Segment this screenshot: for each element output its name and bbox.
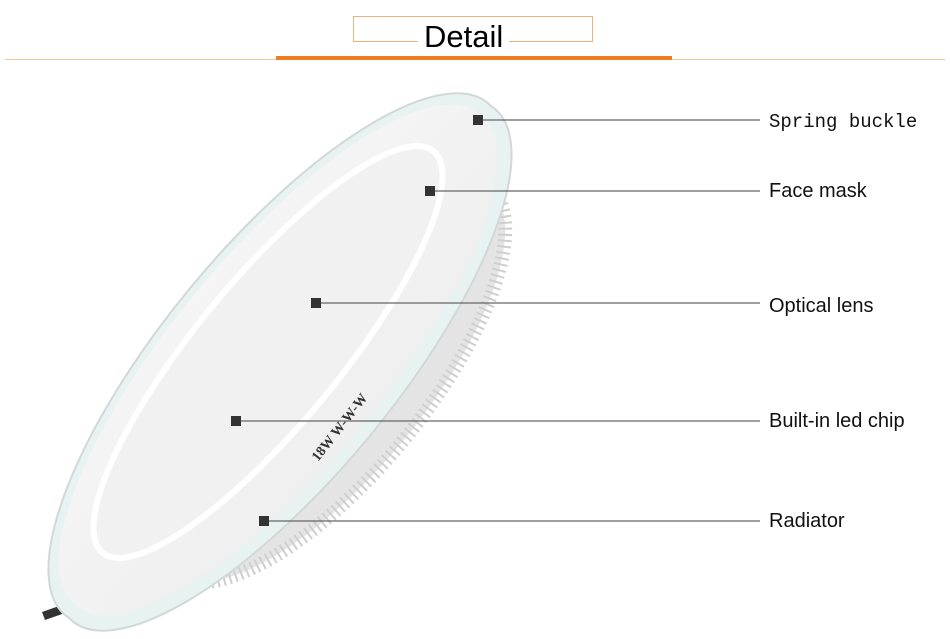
optical-lens — [90, 143, 446, 561]
face-mask — [47, 92, 513, 632]
header-accent-bar — [276, 56, 672, 60]
callout-face-mask: Face mask — [769, 180, 867, 202]
callout-radiator: Radiator — [769, 510, 845, 532]
callout-spring-buckle: Spring buckle — [769, 111, 918, 133]
callout-markers — [231, 115, 483, 526]
callout-optical-lens: Optical lens — [769, 295, 874, 317]
callout-built-in-led-chip: Built-in led chip — [769, 410, 905, 432]
page-title: Detail — [418, 18, 510, 56]
callout-lines — [236, 119, 760, 522]
